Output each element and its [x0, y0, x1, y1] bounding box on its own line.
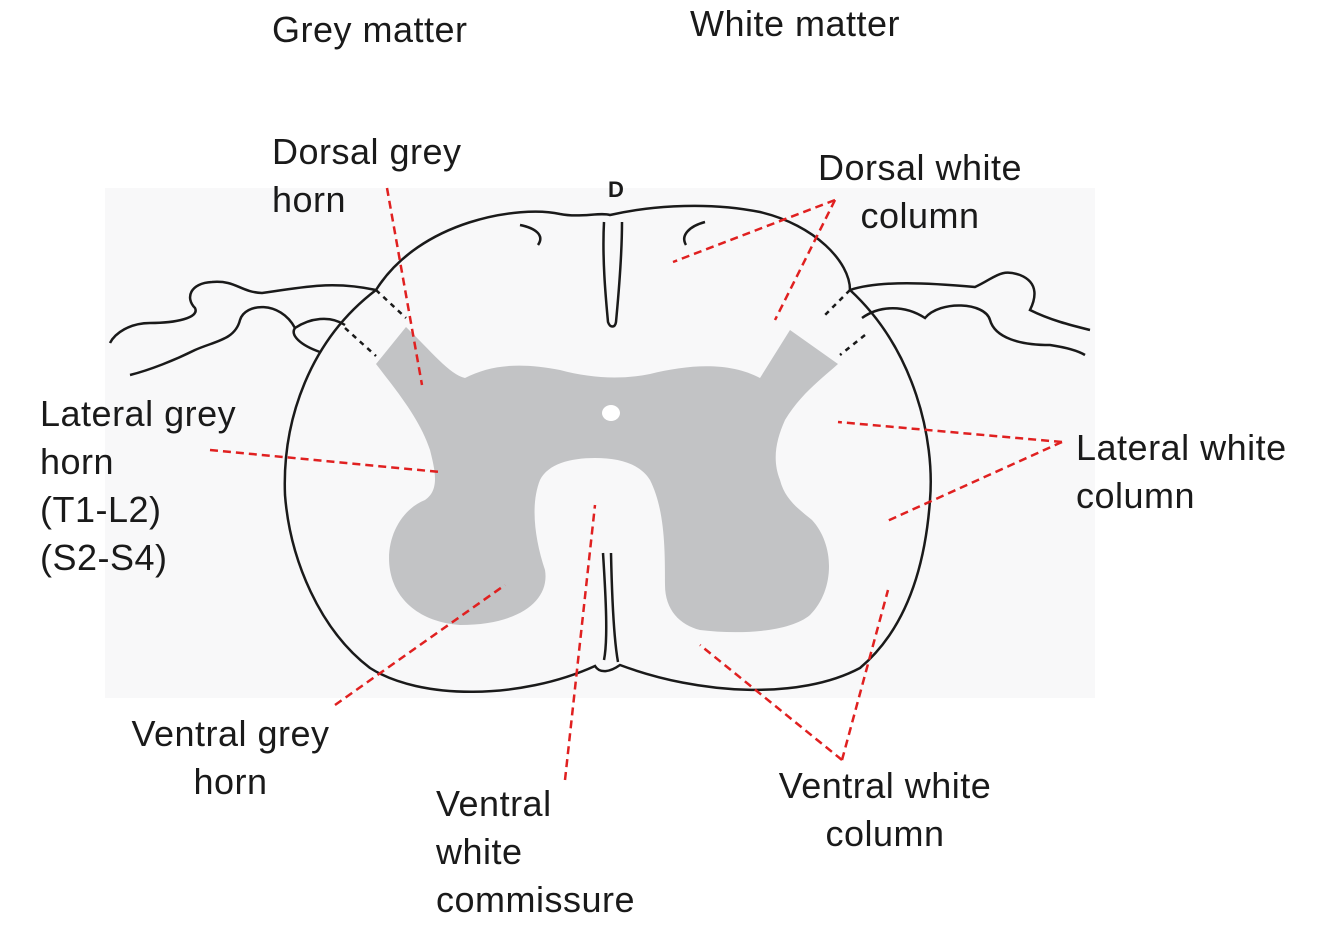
dorsal-marker: D	[608, 178, 624, 202]
label-ventral-white-commissure: Ventral white commissure	[436, 780, 635, 924]
label-dorsal-grey-horn: Dorsal grey horn	[272, 128, 462, 224]
label-dorsal-white-column: Dorsal white column	[800, 144, 1040, 240]
label-lateral-white-column: Lateral white column	[1076, 424, 1287, 520]
central-canal	[602, 405, 620, 421]
label-ventral-white-column: Ventral white column	[755, 762, 1015, 858]
label-ventral-grey-horn: Ventral grey horn	[108, 710, 353, 806]
white-matter-heading: White matter	[690, 0, 900, 48]
label-lateral-grey-horn: Lateral grey horn (T1-L2) (S2-S4)	[40, 390, 236, 582]
grey-matter-heading: Grey matter	[272, 6, 468, 54]
